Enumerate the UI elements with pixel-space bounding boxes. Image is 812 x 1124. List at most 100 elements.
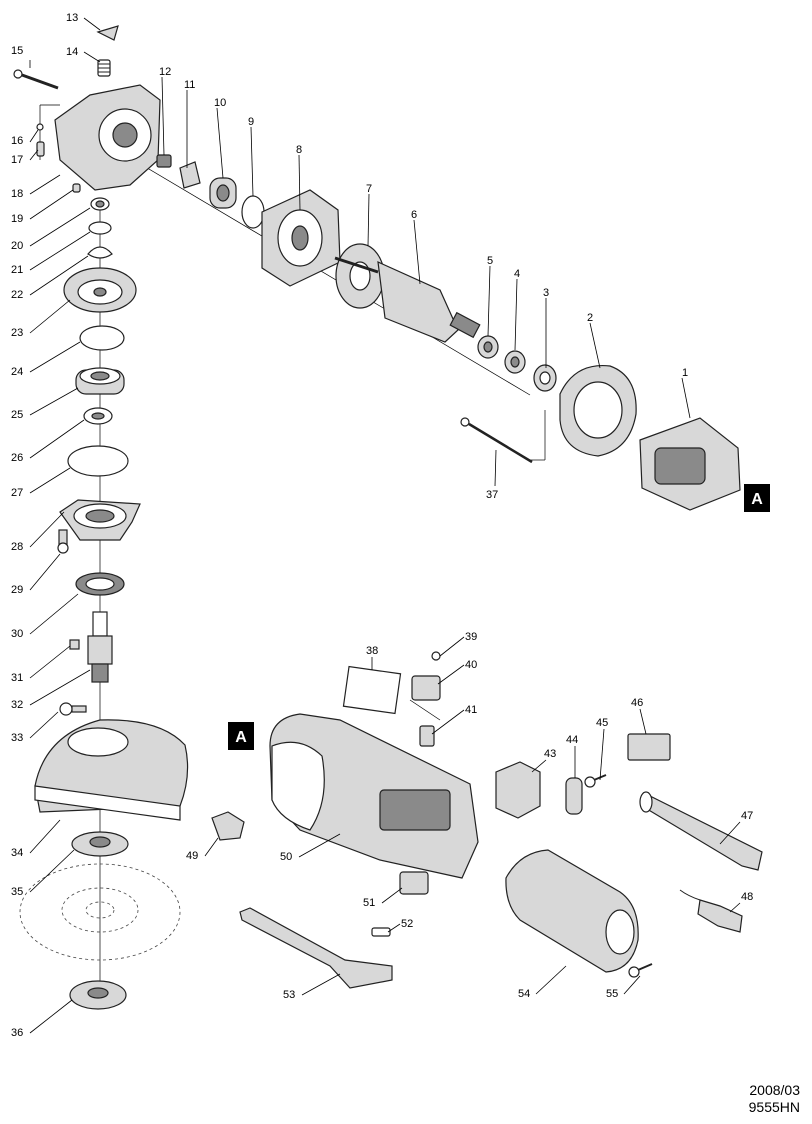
leader-line-14 <box>83 51 101 63</box>
leader-line-16 <box>29 129 39 143</box>
part-47-strain-relief <box>639 791 763 871</box>
revision-info: 2008/03 9555HN <box>749 1082 800 1116</box>
leader-line-7 <box>367 193 370 247</box>
part-label-9: 9 <box>248 116 254 128</box>
part-label-41: 41 <box>465 704 477 716</box>
part-4-rubber-ring <box>504 350 526 374</box>
part-label-5: 5 <box>487 255 493 267</box>
part-label-54: 54 <box>518 988 530 1000</box>
part-44-switch-button <box>565 777 583 815</box>
part-label-10: 10 <box>214 97 226 109</box>
leader-line-8 <box>298 154 301 211</box>
part-label-40: 40 <box>465 659 477 671</box>
part-label-26: 26 <box>11 452 23 464</box>
part-label-39: 39 <box>465 631 477 643</box>
leader-line-40 <box>437 664 465 685</box>
part-54-rear-cover <box>505 849 639 973</box>
leader-line-35 <box>29 849 75 893</box>
leader-line-28 <box>29 511 65 548</box>
part-31-key <box>69 639 80 650</box>
part-label-16: 16 <box>11 135 23 147</box>
leader-line-49 <box>298 833 341 858</box>
part-38-name-plate <box>342 665 402 715</box>
part-50-motor-housing <box>269 713 479 879</box>
leader-line-26 <box>29 419 85 459</box>
marker-a-lower-label: A <box>235 729 247 746</box>
leader-line-47 <box>729 902 741 913</box>
marker-a-upper: A <box>744 484 770 512</box>
part-label-22: 22 <box>11 289 23 301</box>
part-label-44: 44 <box>566 734 578 746</box>
part-28-bearing-box <box>59 499 141 541</box>
part-label-45: 45 <box>596 717 608 729</box>
part-43-switch <box>495 761 541 819</box>
part-24-retaining-ring <box>79 325 125 351</box>
leader-line-31 <box>29 645 71 679</box>
leader-line-46 <box>719 821 741 845</box>
part-49-switch-knob <box>211 811 245 841</box>
grinding-wheel-outline <box>19 863 181 961</box>
part-label-24: 24 <box>11 366 23 378</box>
part-20-bearing <box>90 197 110 211</box>
leader-line-39 <box>439 636 465 657</box>
leader-line-44 <box>599 728 605 781</box>
leader-line-45 <box>639 708 647 735</box>
part-12-nut <box>156 154 172 168</box>
part-34-wheel-guard <box>34 719 189 821</box>
part-label-30: 30 <box>11 628 23 640</box>
leader-line-51 <box>387 923 401 933</box>
leader-lines <box>29 17 741 1034</box>
leader-line-30 <box>29 593 79 635</box>
part-14-spring <box>97 59 111 77</box>
model-number: 9555HN <box>748 1099 800 1115</box>
leader-line-37 <box>494 449 497 487</box>
part-label-7: 7 <box>366 183 372 195</box>
part-30-rubber-ring <box>75 572 125 596</box>
leader-line-19 <box>29 189 74 220</box>
part-label-1: 1 <box>682 367 688 379</box>
part-11-bevel-pinion <box>179 161 201 189</box>
leader-line-50 <box>381 887 403 904</box>
leader-line-36 <box>29 999 73 1034</box>
part-6-armature <box>334 256 481 343</box>
part-41-terminal <box>419 725 435 747</box>
part-45-screw <box>584 774 607 788</box>
leader-line-53 <box>535 965 567 995</box>
leader-line-48 <box>204 837 219 857</box>
part-label-2: 2 <box>587 312 593 324</box>
part-5-ball-bearing <box>477 335 499 359</box>
part-label-36: 36 <box>11 1027 23 1039</box>
part-53-switch-lever <box>239 907 393 989</box>
part-label-18: 18 <box>11 188 23 200</box>
leader-line-17 <box>29 149 39 161</box>
part-55-screw <box>628 963 653 978</box>
part-label-14: 14 <box>66 46 78 58</box>
part-label-49: 49 <box>186 850 198 862</box>
part-label-38: 38 <box>366 645 378 657</box>
marker-a-upper-label: A <box>751 491 763 508</box>
part-15-screw <box>13 69 59 90</box>
part-label-20: 20 <box>11 240 23 252</box>
leader-line-29 <box>29 553 61 591</box>
leader-line-22 <box>29 255 89 296</box>
part-label-12: 12 <box>159 66 171 78</box>
leader-line-12 <box>161 76 165 156</box>
part-19-pin <box>72 183 81 193</box>
part-label-43: 43 <box>544 748 556 760</box>
leader-line-10 <box>216 107 224 179</box>
part-label-37: 37 <box>486 489 498 501</box>
part-33-screw <box>59 702 87 716</box>
part-label-31: 31 <box>11 672 23 684</box>
part-37-screw <box>460 417 533 464</box>
leader-line-21 <box>29 231 91 271</box>
leader-line-23 <box>29 299 71 334</box>
part-label-11: 11 <box>184 79 195 91</box>
leader-line-20 <box>29 207 91 247</box>
part-label-17: 17 <box>11 154 23 166</box>
part-label-28: 28 <box>11 541 23 553</box>
part-number-labels: 1 2 3 4 5 6 7 8 9 10 11 12 13 14 15 16 1… <box>11 12 753 1039</box>
part-label-19: 19 <box>11 213 23 225</box>
part-9-o-ring <box>241 195 265 229</box>
part-8-bearing-retainer <box>261 189 341 287</box>
part-label-8: 8 <box>296 144 302 156</box>
